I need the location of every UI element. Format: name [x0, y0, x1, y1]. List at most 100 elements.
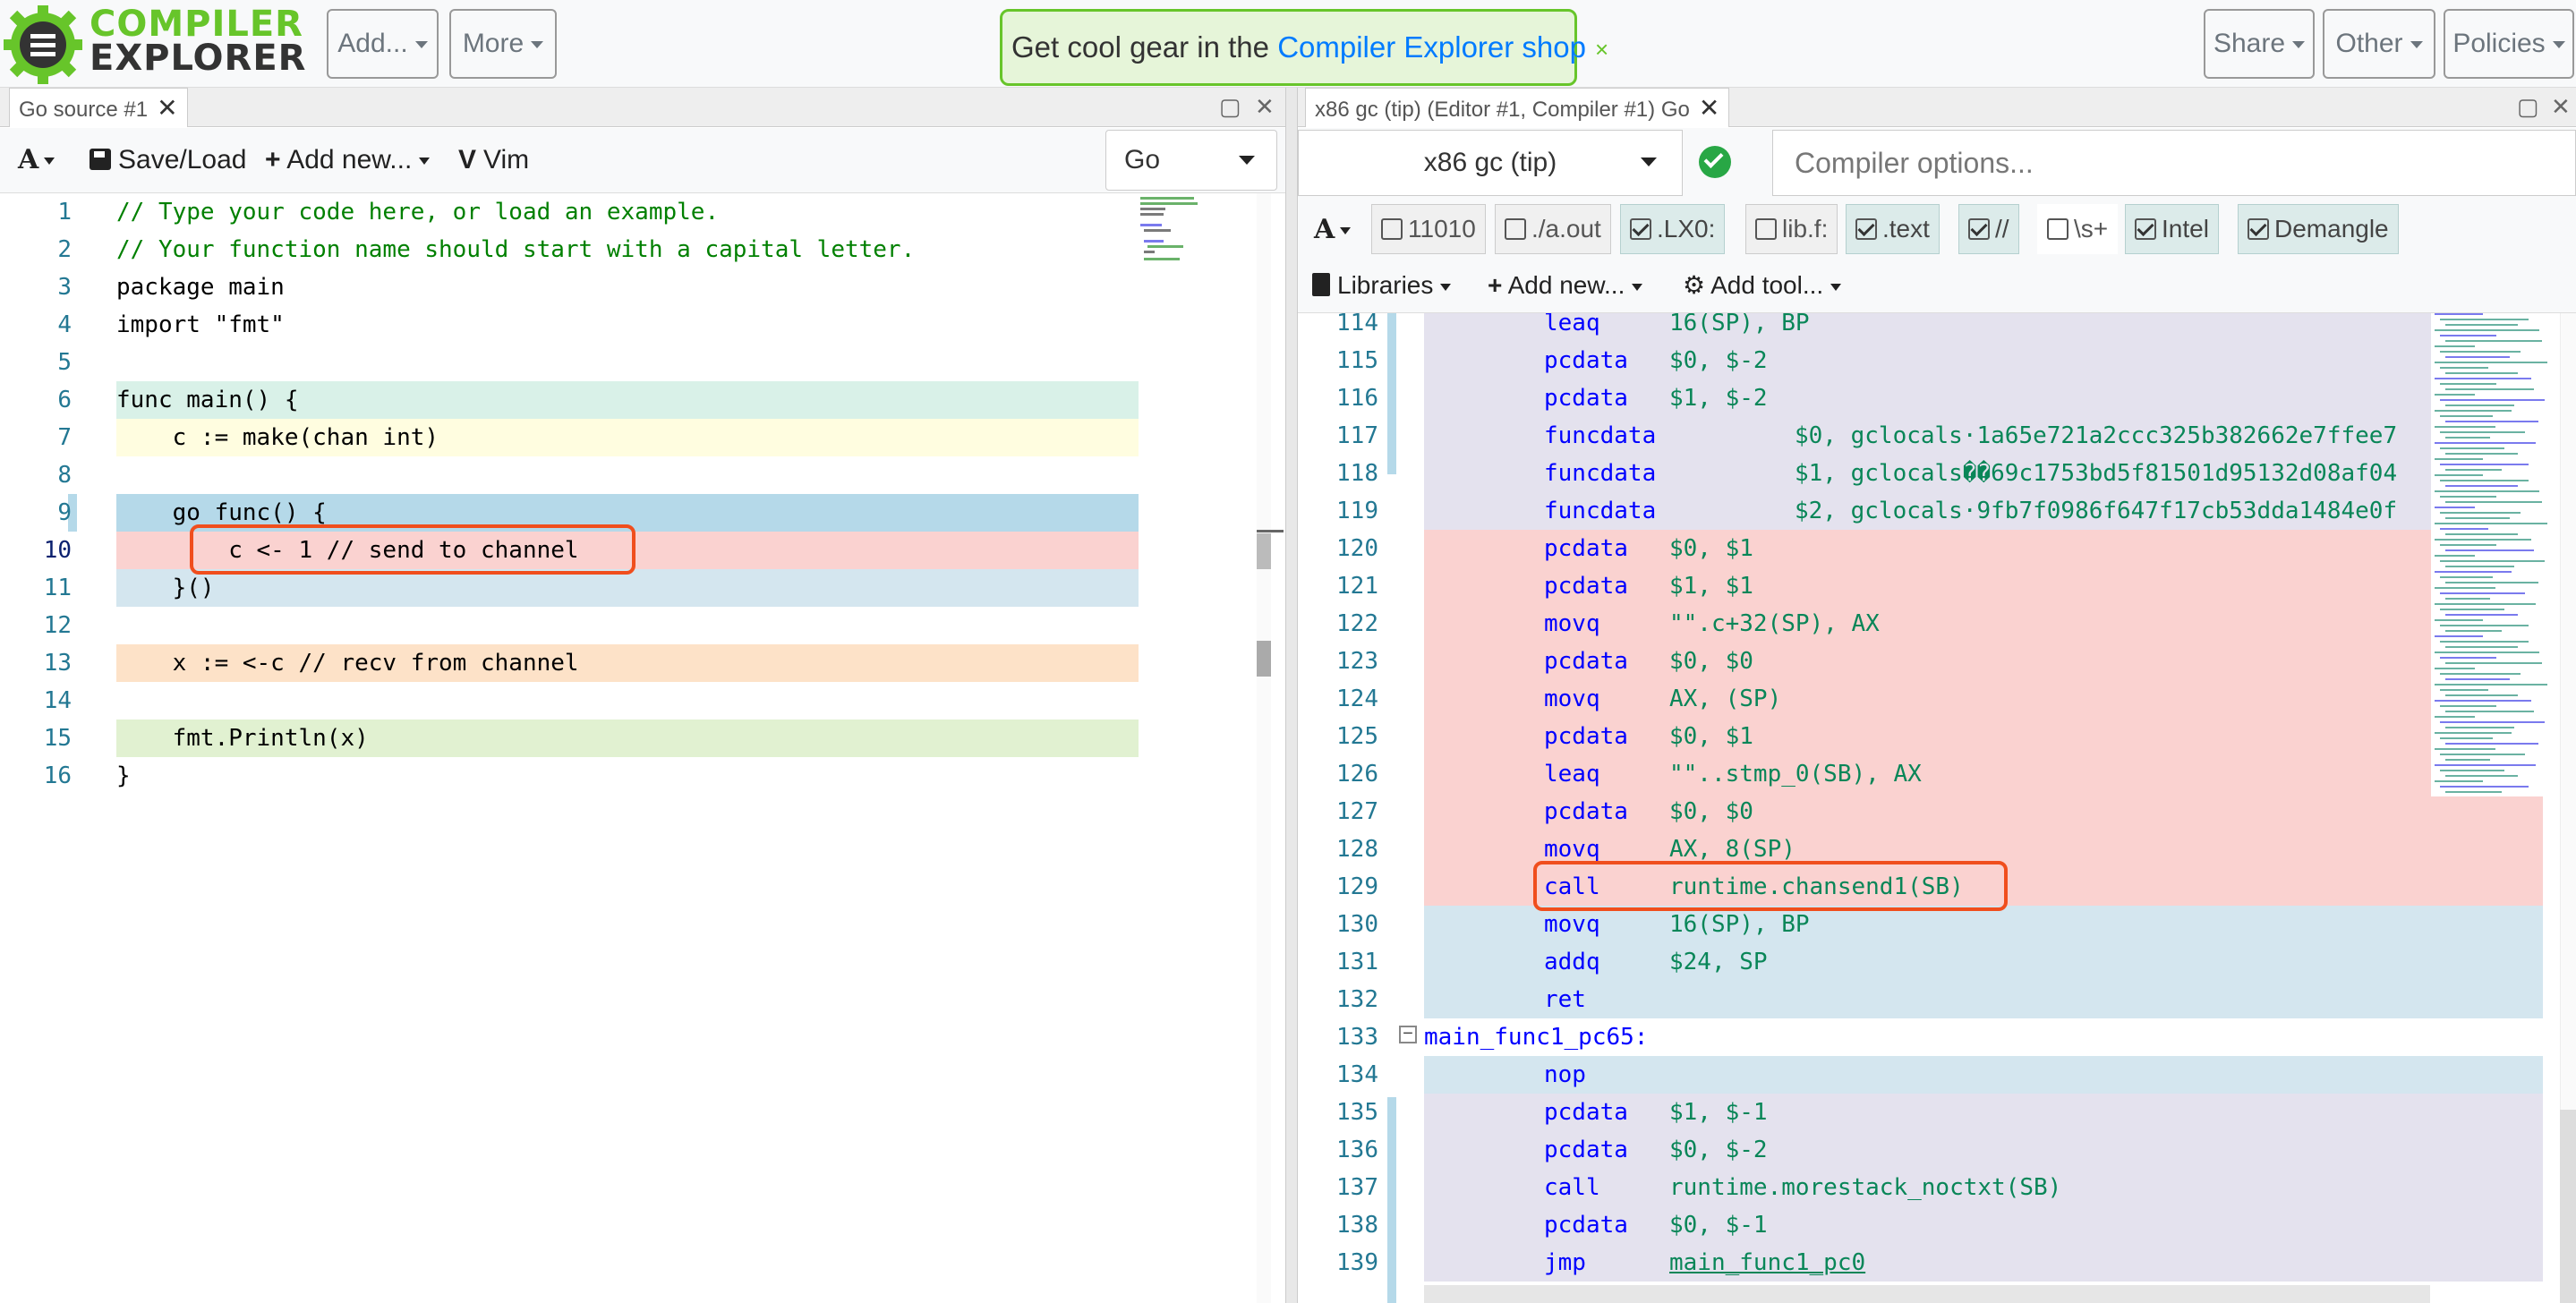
close-icon[interactable]: ✕: [1698, 94, 1720, 122]
gear-icon: ⚙: [1683, 271, 1706, 299]
minimap-line: [2435, 764, 2536, 766]
filter-demangle[interactable]: Demangle: [2238, 204, 2399, 254]
shop-banner: Get cool gear in the Compiler Explorer s…: [1000, 9, 1608, 86]
font-size-button[interactable]: A: [1314, 212, 1352, 248]
caret-down-icon: [414, 41, 428, 49]
minimap-line: [2435, 458, 2483, 460]
minimap-line: [2445, 324, 2518, 326]
save-load-button[interactable]: Save/Load: [90, 142, 246, 178]
close-icon[interactable]: ✕: [157, 94, 178, 122]
plus-icon: +: [265, 145, 281, 175]
minimap-line: [2445, 678, 2510, 680]
vim-label: Vim: [483, 145, 530, 175]
source-scrollbar[interactable]: [1257, 193, 1271, 1303]
add-new-button[interactable]: + Add new...: [1488, 268, 1643, 303]
minimap-line: [2445, 405, 2514, 406]
asm-label-link[interactable]: main_func1_pc0: [1669, 1249, 1866, 1276]
asm-line-highlight: [1424, 793, 2543, 830]
filter-label: .text: [1882, 215, 1930, 243]
minimap-line: [2440, 319, 2529, 320]
add-new-button[interactable]: + Add new...: [265, 142, 431, 178]
asm-opcode: pcdata: [1544, 648, 1628, 675]
filter-library-functions[interactable]: lib.f:: [1745, 204, 1838, 254]
asm-operands: ""..stmp_0(SB), AX: [1669, 761, 1922, 788]
minimap-line: [2435, 571, 2512, 573]
minimap-line: [2440, 431, 2525, 433]
close-icon[interactable]: ×: [1595, 36, 1609, 63]
asm-scrollbar[interactable]: [2560, 313, 2576, 1303]
asm-opcode: ret: [1544, 986, 1586, 1013]
logo-text[interactable]: COMPILER EXPLORER: [90, 6, 305, 76]
asm-operands: $0, $-2: [1669, 347, 1768, 374]
source-tab-bar: Go source #1✕ ▢ ✕: [0, 88, 1285, 127]
asm-line-number: 133: [1336, 1024, 1378, 1051]
tab-go-source[interactable]: Go source #1✕: [9, 88, 188, 127]
maximize-icon[interactable]: ▢: [1219, 93, 1241, 120]
add-tool-button[interactable]: ⚙Add tool...: [1683, 268, 1842, 303]
asm-left-marker: [1387, 1097, 1396, 1303]
caret-down-icon: [1641, 158, 1657, 166]
minimap-line: [2445, 372, 2518, 374]
filter-comments[interactable]: //: [1958, 204, 2019, 254]
pane-splitter[interactable]: [1285, 88, 1298, 1303]
asm-opcode: pcdata: [1544, 723, 1628, 750]
caret-down-icon: [1632, 283, 1643, 291]
compiler-options-input[interactable]: Compiler options...: [1772, 130, 2576, 196]
minimap-line: [2435, 732, 2512, 734]
minimap-line: [2440, 528, 2488, 530]
asm-label: main_func1_pc65:: [1424, 1024, 1649, 1051]
asm-line: movq"".c+32(SP), AX: [1544, 605, 1880, 643]
filter-directives[interactable]: .text: [1846, 204, 1940, 254]
share-menu-button[interactable]: Share: [2204, 9, 2315, 79]
filter-labels[interactable]: .LX0:: [1620, 204, 1726, 254]
filter-intel[interactable]: Intel: [2125, 204, 2219, 254]
minimap-line: [2435, 780, 2483, 782]
tab-compiler[interactable]: x86 gc (tip) (Editor #1, Compiler #1) Go…: [1305, 88, 1730, 127]
asm-line-highlight: [1424, 379, 2543, 417]
asm-scroll-thumb[interactable]: [2560, 1110, 2576, 1303]
asm-line: pcdata$1, $-1: [1544, 1094, 1768, 1131]
filter-whitespace[interactable]: \s+: [2037, 204, 2119, 254]
font-size-button[interactable]: A: [18, 142, 55, 178]
asm-line-number: 128: [1336, 836, 1378, 863]
checkbox-checked-icon: [1855, 217, 1877, 240]
more-menu-button[interactable]: More: [449, 9, 557, 79]
add-menu-button[interactable]: Add...: [327, 9, 439, 79]
filter-execute[interactable]: ./a.out: [1495, 204, 1611, 254]
asm-opcode: movq: [1544, 836, 1600, 863]
asm-line-highlight: [1424, 605, 2543, 643]
asm-operands: AX, (SP): [1669, 686, 1782, 712]
minimap-line: [2435, 507, 2475, 508]
filter-binary[interactable]: 11010: [1371, 204, 1486, 254]
shop-link[interactable]: Compiler Explorer shop: [1277, 30, 1586, 64]
scroll-ruler: [1257, 530, 1284, 532]
close-pane-icon[interactable]: ✕: [1255, 93, 1275, 120]
maximize-icon[interactable]: ▢: [2517, 93, 2539, 120]
minimap-line: [2435, 635, 2483, 637]
compiler-select[interactable]: x86 gc (tip): [1298, 130, 1683, 196]
close-pane-icon[interactable]: ✕: [2551, 93, 2571, 120]
asm-line: pcdata$1, $-2: [1544, 379, 1768, 417]
compile-status-icon[interactable]: [1699, 146, 1731, 178]
caret-down-icon: [2292, 41, 2306, 49]
language-select[interactable]: Go: [1105, 130, 1277, 191]
asm-opcode: call: [1544, 873, 1600, 900]
logo-icon[interactable]: [4, 4, 82, 84]
other-menu-button[interactable]: Other: [2323, 9, 2435, 79]
asm-opcode: jmp: [1544, 1249, 1586, 1276]
asm-horizontal-scrollbar[interactable]: [1424, 1285, 2430, 1303]
source-editor[interactable]: 1// Type your code here, or load an exam…: [0, 193, 1284, 1303]
minimap-line: [2445, 630, 2502, 632]
asm-line-number: 132: [1336, 986, 1378, 1013]
line-highlight: [116, 381, 1139, 419]
libraries-button[interactable]: Libraries: [1312, 268, 1452, 303]
minimap-line: [2445, 791, 2502, 793]
minimap-line: [2445, 582, 2538, 583]
fold-icon[interactable]: −: [1399, 1025, 1417, 1043]
policies-menu-button[interactable]: Policies: [2444, 9, 2574, 79]
asm-line: main_func1_pc65:: [1424, 1018, 1648, 1056]
line-highlight: [116, 644, 1139, 682]
